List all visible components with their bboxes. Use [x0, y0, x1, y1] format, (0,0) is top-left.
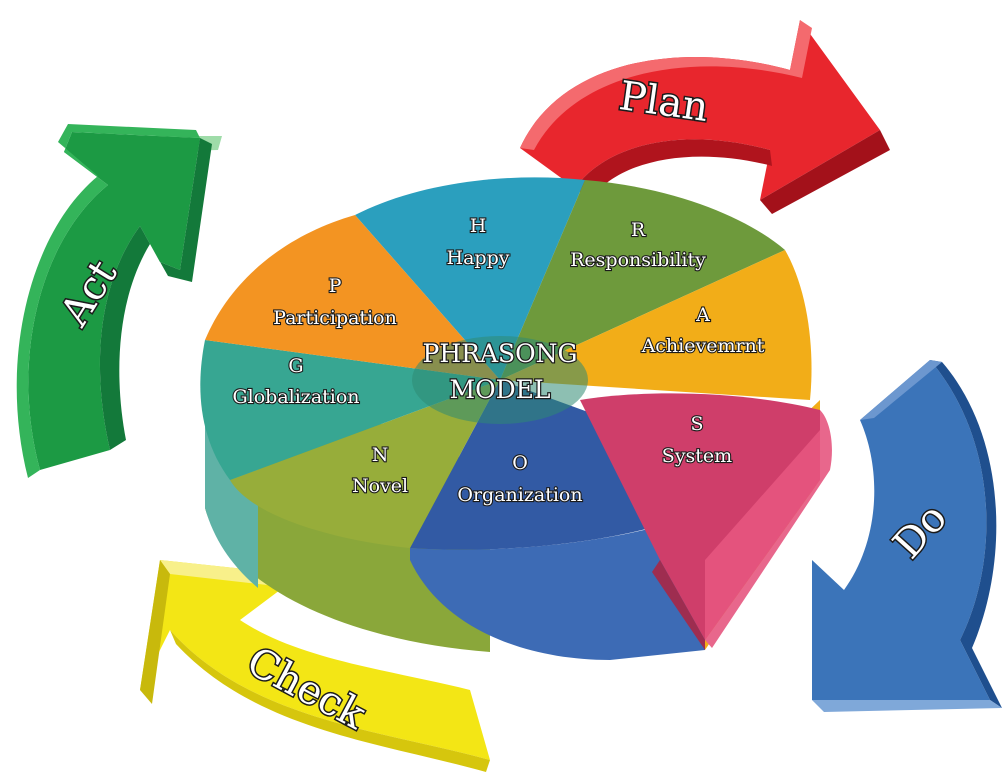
achievement-word: Achievemrnt — [641, 335, 765, 357]
system-letter: S — [690, 413, 703, 435]
segment-novel — [230, 380, 500, 548]
segment-labels: H Happy R Responsibility A Achievemrnt P… — [231, 214, 766, 507]
organization-letter: O — [512, 452, 528, 474]
achievement-letter: A — [695, 304, 710, 326]
participation-letter: P — [329, 275, 342, 297]
do-arrow: Do — [812, 360, 1002, 712]
novel-word: Novel — [352, 475, 408, 497]
model-top — [200, 177, 812, 550]
happy-word: Happy — [447, 247, 510, 269]
segment-responsibility — [500, 180, 785, 380]
happy-letter: H — [470, 215, 487, 237]
center-title-line1: PHRASONG — [423, 339, 578, 368]
plan-arrow: Plan — [520, 20, 890, 214]
segment-system — [580, 393, 832, 650]
globalization-letter: G — [288, 355, 303, 377]
segment-participation — [205, 215, 500, 380]
responsibility-word: Responsibility — [570, 249, 706, 271]
novel-letter: N — [372, 444, 389, 466]
center-title-line2: MODEL — [450, 375, 551, 404]
segment-happy — [355, 177, 585, 380]
act-arrow: Act — [16, 124, 222, 478]
responsibility-letter: R — [631, 219, 646, 241]
participation-word: Participation — [273, 307, 397, 329]
organization-word: Organization — [457, 484, 582, 506]
globalization-word: Globalization — [232, 386, 359, 408]
system-word: System — [662, 445, 732, 467]
center-hub — [412, 336, 588, 424]
